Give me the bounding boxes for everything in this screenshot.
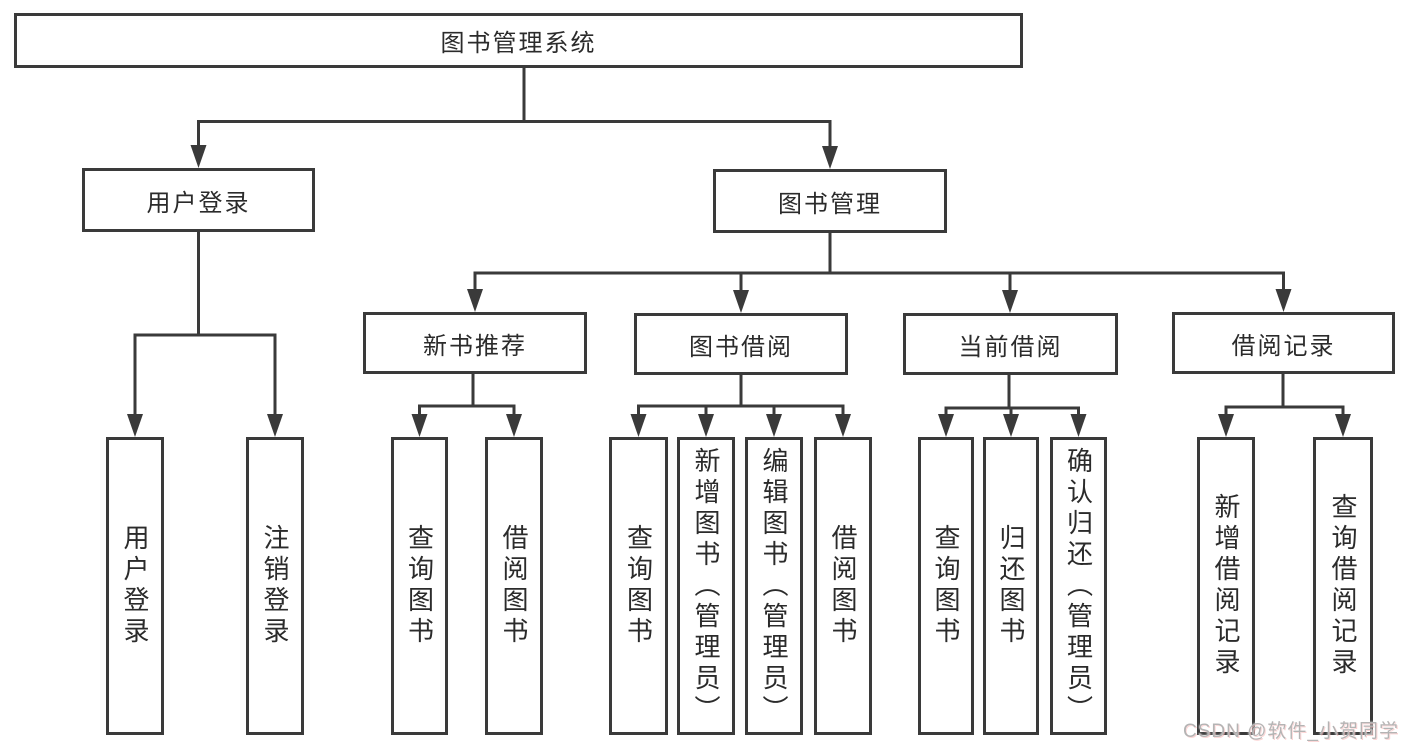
leaf-recommend-query-books-label: 查询图书 — [404, 524, 435, 648]
node-book-management-branch: 图书管理 — [713, 169, 947, 233]
leaf-recommend-query-books: 查询图书 — [391, 437, 448, 735]
node-borrowing-records-label: 借阅记录 — [1231, 332, 1336, 360]
node-book-borrowing: 图书借阅 — [634, 313, 848, 375]
node-book-management-branch-label: 图书管理 — [778, 190, 882, 218]
leaf-query-borrow-record-label: 查询借阅记录 — [1328, 493, 1358, 679]
leaf-add-books-admin: 新增图书（管理员） — [677, 437, 735, 735]
leaf-logout-label: 注销登录 — [260, 524, 290, 648]
node-current-borrowing: 当前借阅 — [903, 313, 1118, 375]
node-book-borrowing-label: 图书借阅 — [689, 333, 793, 361]
leaf-recommend-borrow-books: 借阅图书 — [485, 437, 543, 735]
leaf-borrowing-query-books: 查询图书 — [609, 437, 668, 735]
leaf-confirm-return-admin: 确认归还（管理员） — [1050, 437, 1107, 735]
leaf-borrowing-borrow-books: 借阅图书 — [814, 437, 872, 735]
leaf-logout: 注销登录 — [246, 437, 304, 735]
leaf-current-query-books-label: 查询图书 — [931, 524, 961, 648]
arrowheads — [127, 145, 1351, 437]
leaf-return-books: 归还图书 — [983, 437, 1039, 735]
leaf-recommend-borrow-books-label: 借阅图书 — [499, 524, 529, 648]
node-user-login-branch: 用户登录 — [82, 168, 315, 232]
node-new-book-recommend: 新书推荐 — [363, 312, 587, 374]
leaf-current-query-books: 查询图书 — [918, 437, 974, 735]
leaf-return-books-label: 归还图书 — [996, 524, 1026, 648]
leaf-user-login-label: 用户登录 — [120, 524, 150, 648]
node-new-book-recommend-label: 新书推荐 — [423, 332, 527, 360]
leaf-query-borrow-record: 查询借阅记录 — [1313, 437, 1373, 735]
node-current-borrowing-label: 当前借阅 — [958, 333, 1063, 361]
node-root-system: 图书管理系统 — [14, 13, 1023, 68]
leaf-edit-books-admin: 编辑图书（管理员） — [745, 437, 803, 735]
node-user-login-branch-label: 用户登录 — [146, 189, 251, 217]
leaf-confirm-return-admin-label: 确认归还（管理员） — [1063, 446, 1094, 726]
leaf-add-books-admin-label: 新增图书（管理员） — [691, 446, 721, 726]
leaf-borrowing-query-books-label: 查询图书 — [623, 524, 654, 648]
node-borrowing-records: 借阅记录 — [1172, 312, 1395, 374]
leaf-edit-books-admin-label: 编辑图书（管理员） — [759, 446, 789, 726]
leaf-borrowing-borrow-books-label: 借阅图书 — [828, 524, 858, 648]
node-root-label: 图书管理系统 — [440, 30, 597, 57]
watermark: CSDN @软件_小贺同学 — [1183, 721, 1399, 742]
leaf-add-borrow-record: 新增借阅记录 — [1197, 437, 1255, 735]
leaf-user-login: 用户登录 — [106, 437, 164, 735]
leaf-add-borrow-record-label: 新增借阅记录 — [1211, 493, 1241, 679]
